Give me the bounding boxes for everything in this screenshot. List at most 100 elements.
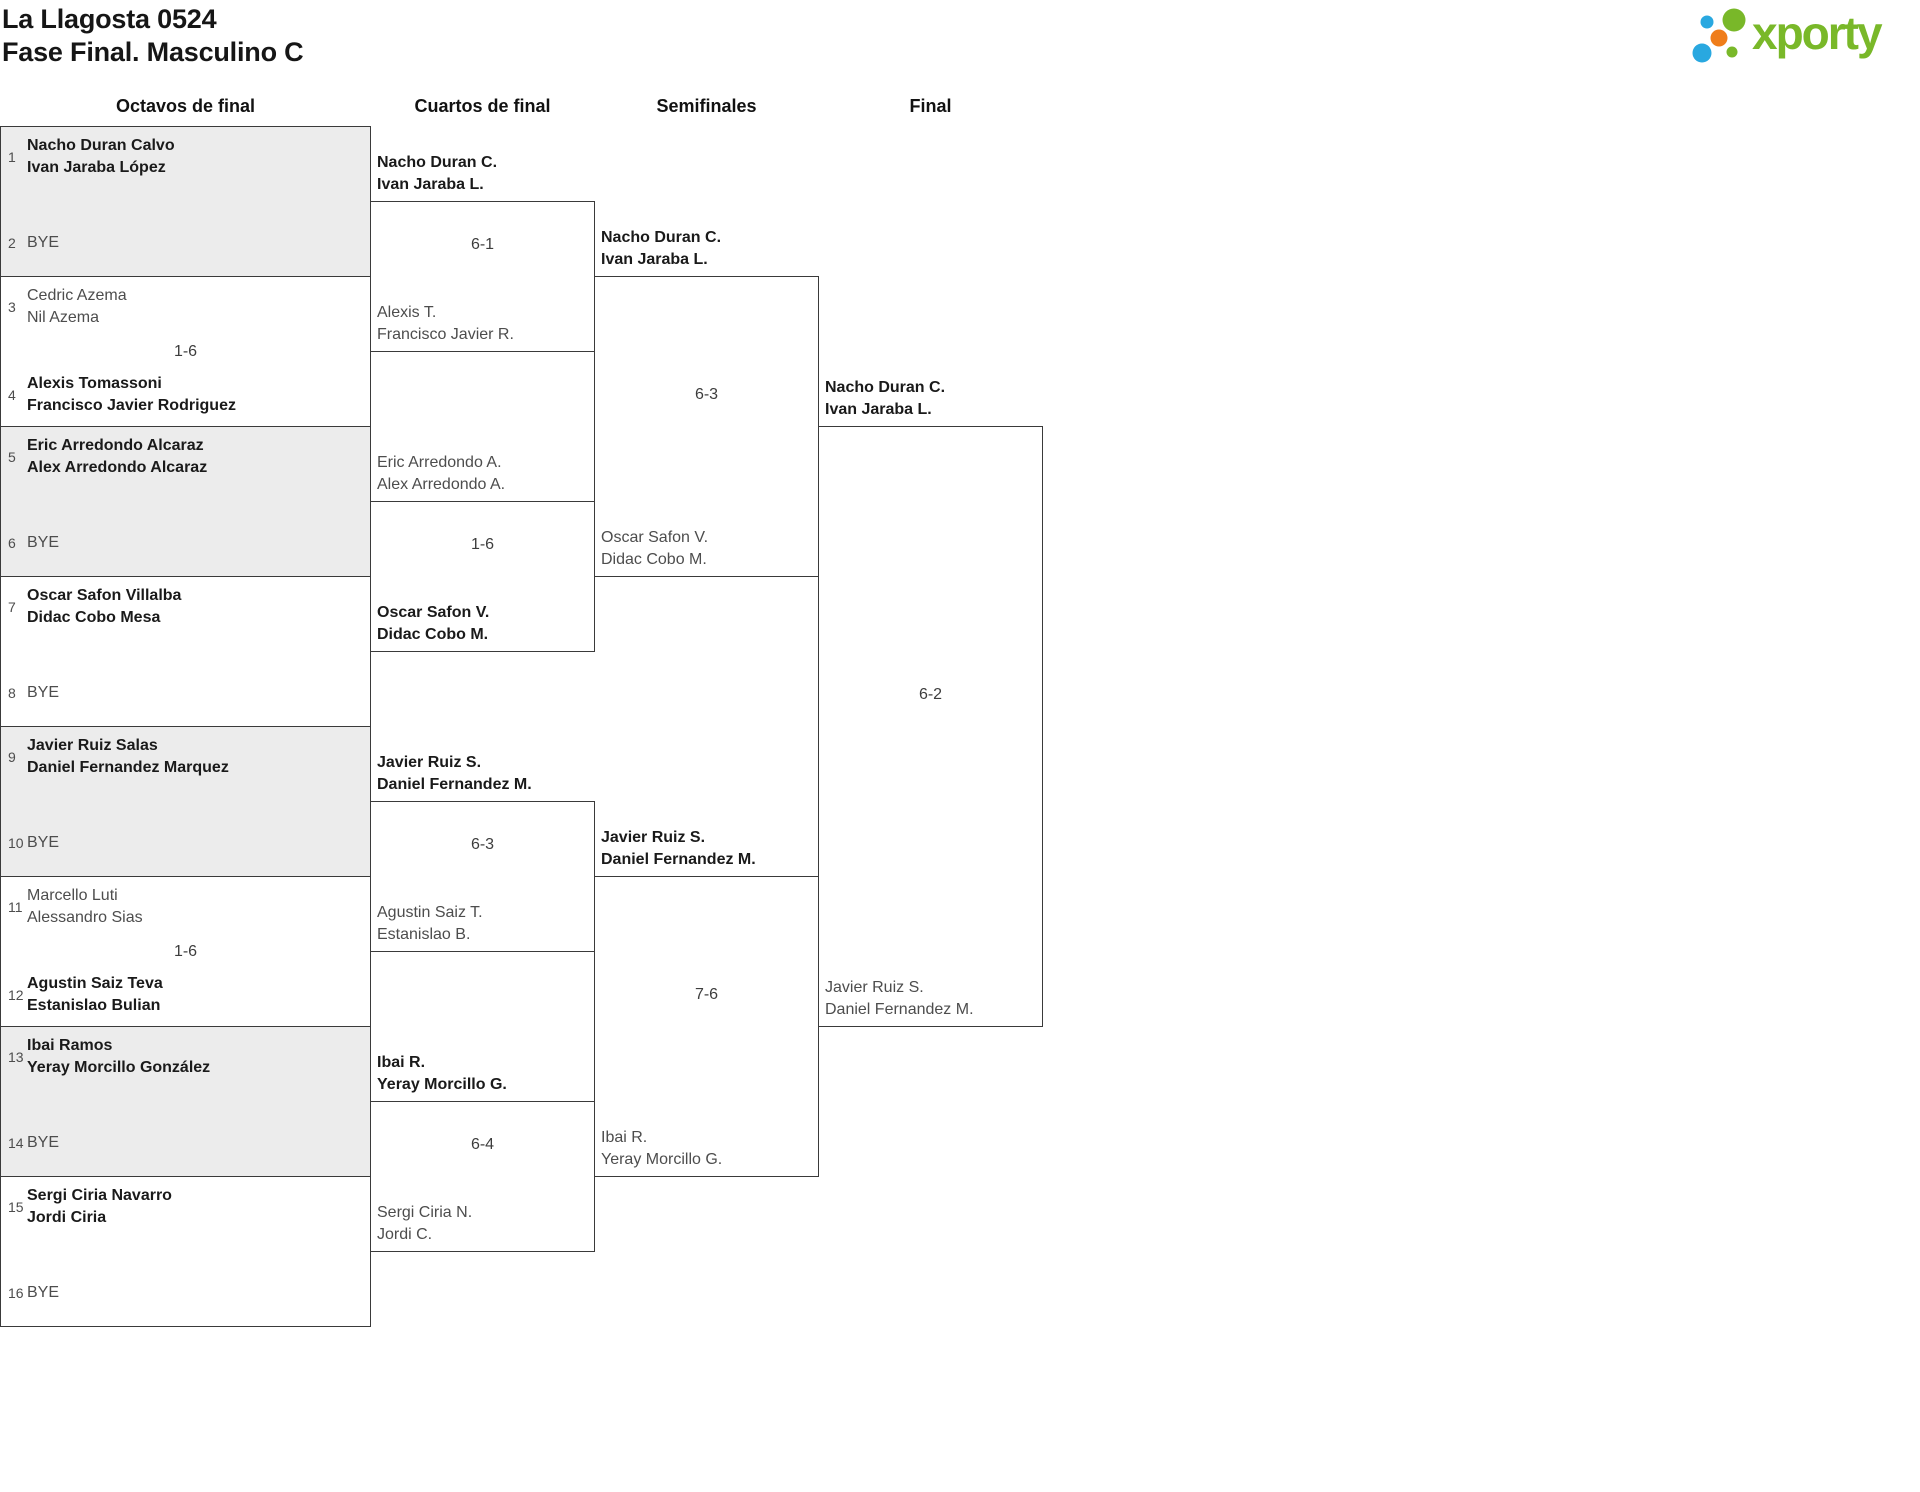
player-name: Ibai R. bbox=[377, 1054, 426, 1071]
player-name: Javier Ruiz S. bbox=[601, 829, 706, 846]
team-entry: Eric Arredondo A. Alex Arredondo A. bbox=[377, 452, 505, 496]
team-entry: 8 BYE bbox=[1, 682, 370, 704]
seed-number: 16 bbox=[8, 1285, 24, 1301]
player-name: Daniel Fernandez Marquez bbox=[27, 759, 229, 776]
player-name: Daniel Fernandez M. bbox=[377, 776, 532, 793]
team-entry: 2 BYE bbox=[1, 232, 370, 254]
logo-dot bbox=[1726, 46, 1738, 58]
round-header-octavos: Octavos de final bbox=[115, 96, 256, 116]
match-box-octavos-8: 15 Sergi Ciria Navarro Jordi Ciria 16 BY… bbox=[0, 1176, 371, 1327]
match-score: 6-4 bbox=[470, 1136, 495, 1153]
player-name: Ivan Jaraba López bbox=[27, 159, 166, 176]
player-name: Oscar Safon V. bbox=[601, 529, 709, 546]
player-name: Sergi Ciria N. bbox=[377, 1204, 473, 1221]
player-name: BYE bbox=[27, 234, 60, 251]
player-name: Oscar Safon V. bbox=[377, 604, 490, 621]
player-name: Estanislao Bulian bbox=[27, 997, 161, 1014]
player-name: Javier Ruiz Salas bbox=[27, 737, 158, 754]
logo-text: xporty bbox=[1752, 7, 1883, 59]
team-entry: Nacho Duran C. Ivan Jaraba L. bbox=[377, 152, 497, 196]
team-entry: Nacho Duran C. Ivan Jaraba L. bbox=[601, 227, 721, 271]
player-name: Jordi Ciria bbox=[27, 1209, 107, 1226]
player-name: BYE bbox=[27, 1284, 60, 1301]
match-box-octavos-5: 9 Javier Ruiz Salas Daniel Fernandez Mar… bbox=[0, 726, 371, 877]
player-name: Eric Arredondo A. bbox=[377, 454, 502, 471]
player-name: Javier Ruiz S. bbox=[825, 979, 924, 996]
player-name: Alexis T. bbox=[377, 304, 437, 321]
team-entry: Oscar Safon V. Didac Cobo M. bbox=[601, 527, 708, 571]
player-name: Marcello Luti bbox=[27, 887, 118, 904]
player-name: Nacho Duran C. bbox=[601, 229, 722, 246]
seed-number: 5 bbox=[8, 449, 16, 465]
page-title: La Llagosta 0524 Fase Final. Masculino C bbox=[2, 3, 304, 69]
match-score: 6-3 bbox=[470, 836, 495, 853]
player-name: Nacho Duran C. bbox=[377, 154, 498, 171]
player-name: Didac Cobo M. bbox=[601, 551, 707, 568]
player-name: Daniel Fernandez M. bbox=[825, 1001, 974, 1018]
player-name: Alexis Tomassoni bbox=[27, 375, 162, 392]
seed-number: 4 bbox=[8, 387, 16, 403]
team-entry: 5 Eric Arredondo Alcaraz Alex Arredondo … bbox=[1, 435, 370, 479]
player-name: Cedric Azema bbox=[27, 287, 127, 304]
seed-number: 11 bbox=[8, 899, 23, 915]
team-entry: Javier Ruiz S. Daniel Fernandez M. bbox=[377, 752, 532, 796]
player-name: Ivan Jaraba L. bbox=[377, 176, 484, 193]
logo-dot bbox=[1692, 43, 1712, 63]
team-entry: 1 Nacho Duran Calvo Ivan Jaraba López bbox=[1, 135, 370, 179]
match-score: 1-6 bbox=[173, 943, 198, 960]
team-entry: 16 BYE bbox=[1, 1282, 370, 1304]
match-box-octavos-6: 11 Marcello Luti Alessandro Sias 1-6 12 … bbox=[0, 876, 371, 1027]
match-score: 1-6 bbox=[470, 536, 495, 553]
seed-number: 2 bbox=[8, 235, 16, 251]
logo-dot bbox=[1700, 15, 1714, 29]
team-entry: Nacho Duran C. Ivan Jaraba L. bbox=[825, 377, 945, 421]
logo-dots-icon bbox=[1692, 8, 1746, 63]
round-header-final: Final bbox=[909, 96, 952, 116]
player-name: Jordi C. bbox=[377, 1226, 433, 1243]
team-entry: 10 BYE bbox=[1, 832, 370, 854]
match-box-octavos-2: 3 Cedric Azema Nil Azema 1-6 4 Alexis To… bbox=[0, 276, 371, 427]
player-name: BYE bbox=[27, 834, 60, 851]
team-entry: Alexis T. Francisco Javier R. bbox=[377, 302, 514, 346]
player-name: Alex Arredondo A. bbox=[377, 476, 506, 493]
player-name: Francisco Javier R. bbox=[377, 326, 514, 343]
team-entry: 7 Oscar Safon Villalba Didac Cobo Mesa bbox=[1, 585, 370, 629]
match-score: 6-1 bbox=[470, 236, 495, 253]
player-name: Estanislao B. bbox=[377, 926, 471, 943]
page-title-line2: Fase Final. Masculino C bbox=[2, 37, 304, 67]
player-name: Eric Arredondo Alcaraz bbox=[27, 437, 204, 454]
player-name: Francisco Javier Rodriguez bbox=[27, 397, 236, 414]
player-name: Ibai Ramos bbox=[27, 1037, 113, 1054]
xporty-logo[interactable]: xporty bbox=[1680, 0, 1912, 70]
player-name: Nacho Duran Calvo bbox=[27, 137, 175, 154]
team-entry: Ibai R. Yeray Morcillo G. bbox=[601, 1127, 722, 1171]
team-entry: Javier Ruiz S. Daniel Fernandez M. bbox=[825, 977, 974, 1021]
player-name: Agustin Saiz Teva bbox=[27, 975, 163, 992]
seed-number: 12 bbox=[8, 987, 24, 1003]
round-header-semifinales: Semifinales bbox=[656, 96, 757, 116]
seed-number: 1 bbox=[8, 149, 16, 165]
player-name: Javier Ruiz S. bbox=[377, 754, 482, 771]
match-box-octavos-1: 1 Nacho Duran Calvo Ivan Jaraba López 2 … bbox=[0, 126, 371, 277]
player-name: Alessandro Sias bbox=[27, 909, 143, 926]
player-name: Agustin Saiz T. bbox=[377, 904, 483, 921]
team-entry: 13 Ibai Ramos Yeray Morcillo González bbox=[1, 1035, 370, 1079]
match-box-octavos-4: 7 Oscar Safon Villalba Didac Cobo Mesa 8… bbox=[0, 576, 371, 727]
team-entry: 9 Javier Ruiz Salas Daniel Fernandez Mar… bbox=[1, 735, 370, 779]
player-name: Yeray Morcillo G. bbox=[377, 1076, 507, 1093]
player-name: Ivan Jaraba L. bbox=[601, 251, 708, 268]
logo-dot bbox=[1710, 29, 1728, 47]
team-entry: 15 Sergi Ciria Navarro Jordi Ciria bbox=[1, 1185, 370, 1229]
team-entry: 11 Marcello Luti Alessandro Sias bbox=[1, 885, 370, 929]
match-box-octavos-7: 13 Ibai Ramos Yeray Morcillo González 14… bbox=[0, 1026, 371, 1177]
player-name: Ibai R. bbox=[601, 1129, 648, 1146]
match-score: 6-3 bbox=[694, 386, 719, 403]
seed-number: 7 bbox=[8, 599, 16, 615]
player-name: BYE bbox=[27, 534, 60, 551]
team-entry: 12 Agustin Saiz Teva Estanislao Bulian bbox=[1, 973, 370, 1017]
match-box-octavos-3: 5 Eric Arredondo Alcaraz Alex Arredondo … bbox=[0, 426, 371, 577]
player-name: Alex Arredondo Alcaraz bbox=[27, 459, 208, 476]
team-entry: Agustin Saiz T. Estanislao B. bbox=[377, 902, 483, 946]
player-name: Sergi Ciria Navarro bbox=[27, 1187, 172, 1204]
